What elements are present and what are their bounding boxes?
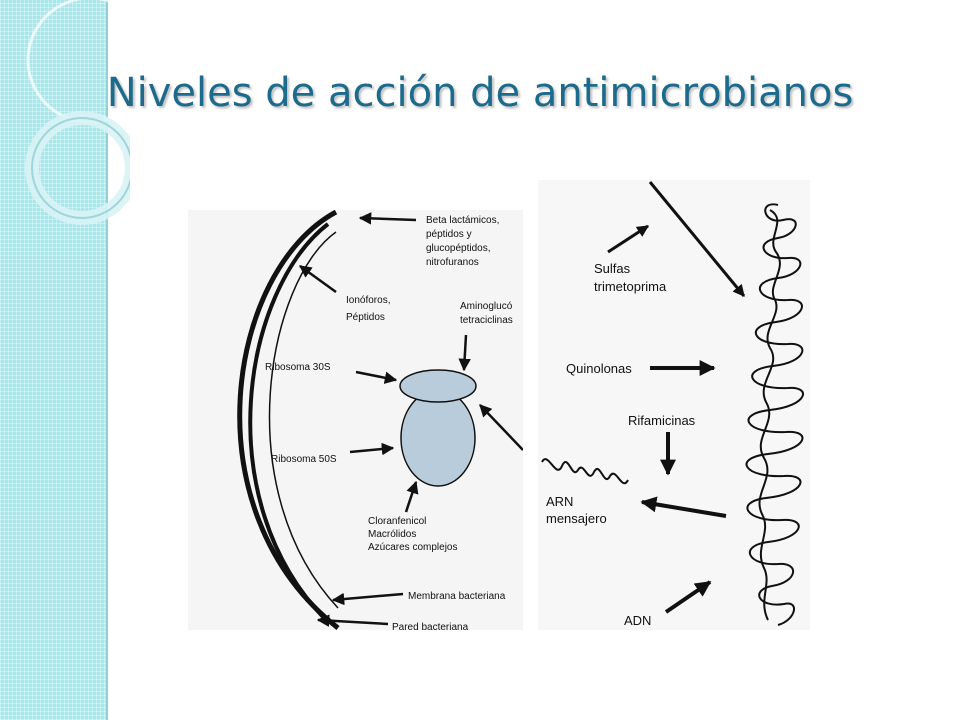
arrow-beta xyxy=(358,212,417,225)
dna-strand xyxy=(745,203,804,626)
label-rifamicinas: Rifamicinas xyxy=(628,413,696,428)
arrow-adn xyxy=(664,580,712,614)
label-beta-3: glucopéptidos, xyxy=(426,243,491,254)
arrow-pared xyxy=(316,614,389,627)
label-pared: Pared bacteriana xyxy=(392,622,469,630)
arrow-cloranfenicol xyxy=(404,480,419,513)
label-ionoforos-1: Ionóforos, xyxy=(346,295,390,306)
label-adn: ADN xyxy=(624,613,651,628)
bacterial-cell-diagram: Beta lactámicos, péptidos y glucopéptido… xyxy=(188,209,524,633)
label-beta-2: péptidos y xyxy=(426,229,472,240)
slide-title: Niveles de acción de antimicrobianos xyxy=(106,70,854,116)
arrow-ribosoma-50s xyxy=(349,442,395,456)
label-arn: ARN xyxy=(546,494,573,509)
arrow-aminogluco xyxy=(458,334,471,372)
label-membrana: Membrana bacteriana xyxy=(408,591,506,602)
dna-diagram: Sulfas trimetoprima Quinolonas Rifamicin… xyxy=(538,180,810,630)
label-cloranfenicol: Cloranfenicol xyxy=(368,516,426,527)
label-ribosoma-50s: Ribosoma 50S xyxy=(271,454,337,465)
label-aminogluco-1: Aminoglucó xyxy=(460,301,513,312)
ribosome-50s-shape xyxy=(400,389,476,487)
label-ribosoma-30s: Ribosoma 30S xyxy=(265,362,331,373)
middle-wall-curve xyxy=(248,222,330,622)
arrow-sulfas xyxy=(607,224,650,254)
label-beta-1: Beta lactámicos, xyxy=(426,215,499,226)
label-quinolonas: Quinolonas xyxy=(566,361,632,376)
label-ionoforos-2: Péptidos xyxy=(346,312,385,323)
label-macrolidos: Macrólidos xyxy=(368,529,416,540)
label-beta-4: nitrofuranos xyxy=(426,257,479,268)
label-aminogluco-2: tetraciclinas xyxy=(460,315,513,326)
arrow-arn xyxy=(640,496,727,518)
label-mensajero: mensajero xyxy=(546,511,607,526)
ribosome-30s-shape xyxy=(399,369,477,403)
arrow-right-edge xyxy=(479,404,524,451)
dna-strand-2 xyxy=(758,209,781,621)
arrow-ribosoma-30s xyxy=(355,370,398,384)
label-trimetoprima: trimetoprima xyxy=(594,279,667,294)
dna-svg: Sulfas trimetoprima Quinolonas Rifamicin… xyxy=(541,181,804,628)
arrow-diagonal-top xyxy=(648,181,746,297)
outer-wall-curve xyxy=(237,209,340,630)
bacterial-cell-svg: Beta lactámicos, péptidos y glucopéptido… xyxy=(237,209,524,633)
inner-membrane-curve xyxy=(268,231,339,609)
label-sulfas: Sulfas xyxy=(594,261,631,276)
arn-squiggle xyxy=(541,458,629,485)
arrow-ionoforos xyxy=(298,264,337,294)
label-azucares: Azúcares complejos xyxy=(368,542,457,553)
decorative-circles xyxy=(25,0,130,225)
arrow-membrana xyxy=(331,592,404,606)
